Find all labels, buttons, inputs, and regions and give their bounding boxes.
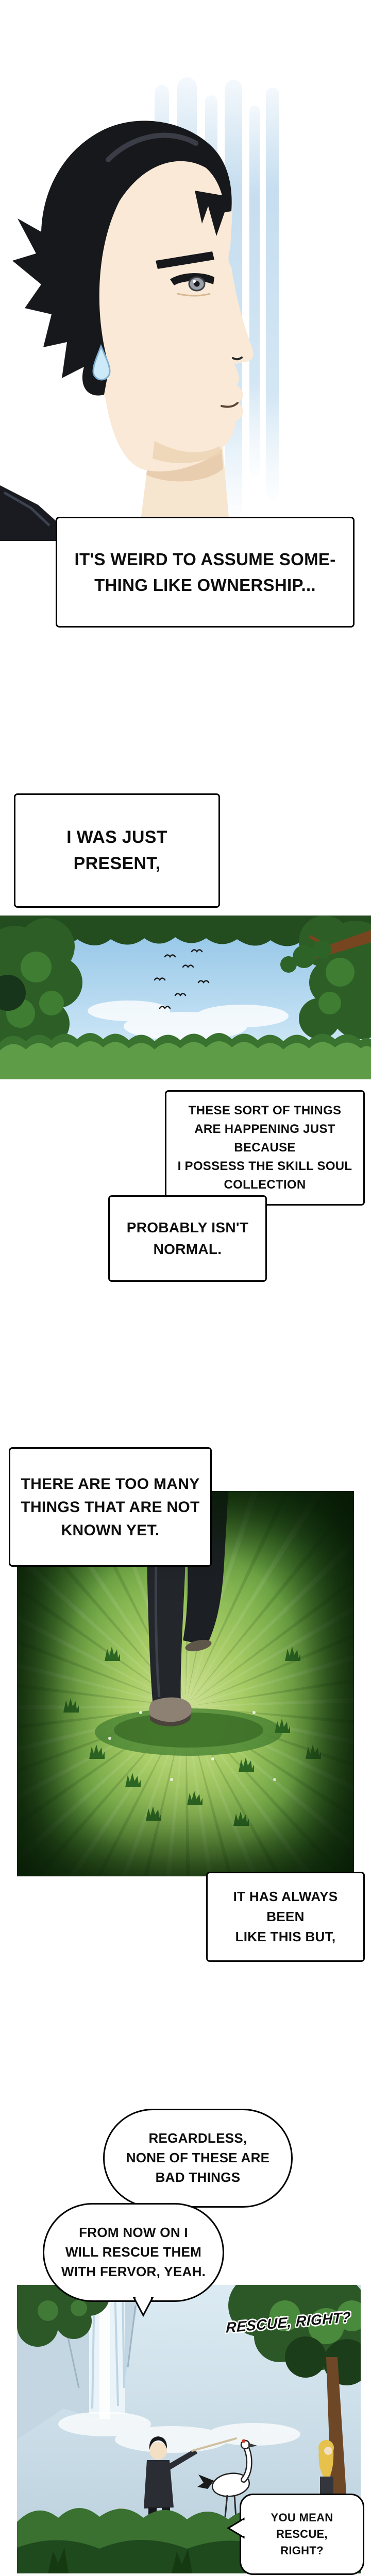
collar-highlight xyxy=(3,491,50,527)
blonde-face xyxy=(324,2447,332,2455)
speech-box-soul-collection: THESE SORT OF THINGS ARE HAPPENING JUST … xyxy=(165,1090,365,1206)
dialogue-line: THESE SORT OF THINGS xyxy=(188,1104,342,1117)
rescue-panel xyxy=(17,2285,361,2573)
speech-box-always: IT HAS ALWAYS BEEN LIKE THIS BUT, xyxy=(206,1872,365,1962)
dialogue-line: I POSSESS THE SKILL SOUL xyxy=(177,1159,352,1173)
bubble-tail xyxy=(132,2297,154,2317)
hair-sheen xyxy=(106,132,198,162)
dialogue-line: FROM NOW ON I xyxy=(79,2225,188,2241)
speech-box-unknown: THERE ARE TOO MANY THINGS THAT ARE NOT K… xyxy=(9,1447,212,1567)
hair xyxy=(12,121,232,396)
speech-bubble-regardless: REGARDLESS, NONE OF THESE ARE BAD THINGS xyxy=(103,2109,293,2208)
speech-box-present: I WAS JUST PRESENT, xyxy=(14,793,220,908)
dialogue-line: ARE HAPPENING JUST BECAUSE xyxy=(194,1122,335,1155)
dialogue-line: WILL RESCUE THEM xyxy=(65,2244,202,2260)
dialogue-line: NONE OF THESE ARE xyxy=(126,2150,270,2166)
dialogue-line: PRESENT, xyxy=(73,854,161,873)
canopy-top xyxy=(0,916,371,946)
blonde-long-hair xyxy=(318,2449,334,2478)
dialogue-line: WITH FERVOR, YEAH. xyxy=(61,2263,206,2279)
neck-shadow xyxy=(146,449,223,482)
dialogue-line: PROBABLY ISN'T xyxy=(126,1219,249,1235)
birds xyxy=(154,949,210,1010)
dialogue-line: NORMAL. xyxy=(153,1241,222,1257)
dialogue-line: THING LIKE OWNERSHIP... xyxy=(94,575,316,595)
eye-highlight xyxy=(193,280,196,283)
dialogue-line: COLLECTION xyxy=(224,1178,306,1192)
nostril xyxy=(232,357,243,361)
speech-box-not-normal: PROBABLY ISN'T NORMAL. xyxy=(108,1195,267,1282)
face-panel xyxy=(0,77,279,541)
dialogue-line: IT'S WEIRD TO ASSUME SOME- xyxy=(74,550,336,569)
crane-body xyxy=(211,2472,250,2497)
jaw-shadow xyxy=(153,441,222,463)
coat xyxy=(144,2460,174,2509)
eyebrow xyxy=(156,251,214,269)
dialogue-line: I WAS JUST xyxy=(66,827,167,847)
eye-pupil xyxy=(194,281,200,287)
dialogue-line: LIKE THIS BUT, xyxy=(235,1929,336,1944)
bare-branch xyxy=(280,930,371,973)
crane-beak xyxy=(248,2443,257,2448)
lower-eyelid xyxy=(177,293,211,297)
speech-bubble-you-mean-rescue: YOU MEAN RESCUE, RIGHT? xyxy=(227,2494,364,2575)
canopy-right xyxy=(228,2285,361,2501)
raised-arm xyxy=(166,2449,197,2470)
crane-tail xyxy=(197,2475,214,2489)
dialogue-line: IT HAS ALWAYS BEEN xyxy=(233,1889,338,1924)
dialogue-line: RIGHT? xyxy=(280,2544,324,2557)
crane-legs xyxy=(224,2495,237,2518)
dialogue-line: THINGS THAT ARE NOT xyxy=(21,1498,200,1516)
sweat-drop xyxy=(92,344,111,381)
mouth xyxy=(221,402,239,408)
hair-bangs xyxy=(195,191,225,236)
crane xyxy=(197,2439,257,2518)
dialogue-line: THERE ARE TOO MANY xyxy=(21,1475,200,1493)
speech-box-ownership: IT'S WEIRD TO ASSUME SOME- THING LIKE OW… xyxy=(56,517,355,628)
speech-bubble-rescue-fervor: FROM NOW ON I WILL RESCUE THEM WITH FERV… xyxy=(43,2203,224,2317)
dialogue-line: BAD THINGS xyxy=(155,2169,241,2185)
head xyxy=(149,2442,167,2460)
protagonist-hair xyxy=(149,2436,167,2450)
bushes-front xyxy=(0,1041,371,1079)
dialogue-line: REGARDLESS, xyxy=(148,2130,247,2146)
stick xyxy=(191,2437,237,2452)
dialogue-line: YOU MEAN RESCUE, xyxy=(271,2511,333,2541)
mist xyxy=(58,2412,300,2453)
character-head xyxy=(0,121,254,541)
forest-panel xyxy=(0,916,371,1079)
crane-neck xyxy=(242,2445,251,2482)
crane-crown xyxy=(242,2439,246,2443)
dialogue-line: KNOWN YET. xyxy=(61,1521,160,1539)
bubble-tail xyxy=(227,2517,245,2539)
